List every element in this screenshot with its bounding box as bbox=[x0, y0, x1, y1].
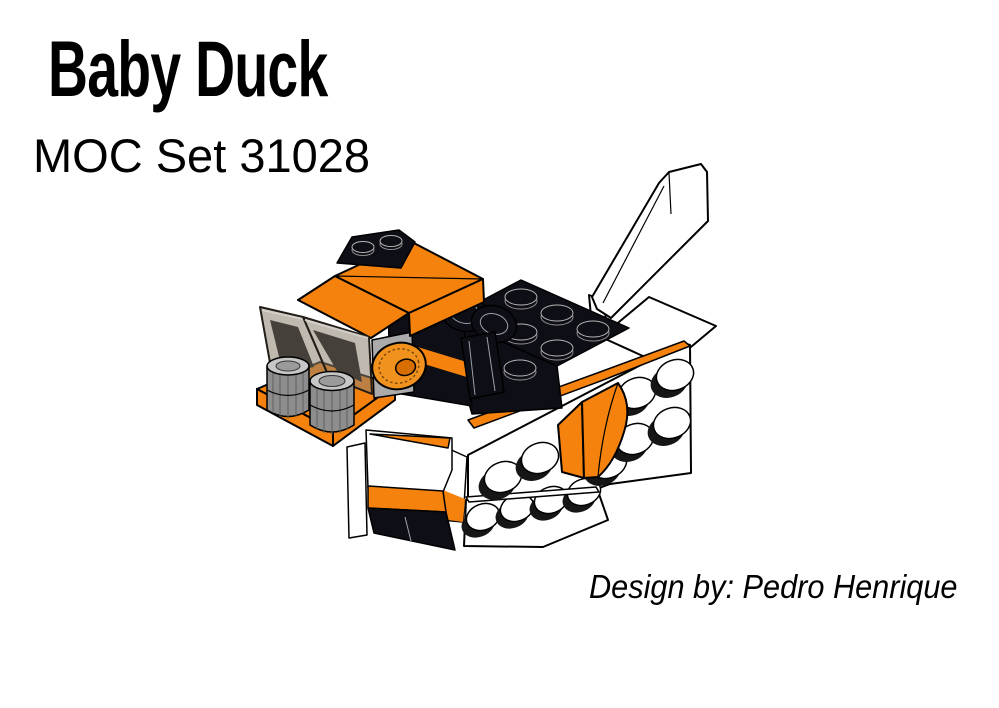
orange-beak-wheel bbox=[371, 341, 427, 391]
set-number-subtitle: MOC Set 31028 bbox=[33, 129, 371, 182]
barrel-left bbox=[266, 356, 310, 419]
page-title: Baby Duck bbox=[48, 24, 328, 113]
black-plate-studs bbox=[468, 288, 610, 361]
head-black-cap bbox=[336, 229, 416, 269]
designer-credit: Design by: Pedro Henrique bbox=[589, 568, 958, 605]
head-assembly bbox=[256, 229, 485, 447]
windscreen-right bbox=[302, 316, 373, 395]
orange-curved-wing bbox=[557, 382, 629, 479]
barrel-right bbox=[309, 370, 355, 435]
striped-chest bbox=[346, 429, 468, 551]
orange-head-slopes bbox=[297, 240, 485, 339]
